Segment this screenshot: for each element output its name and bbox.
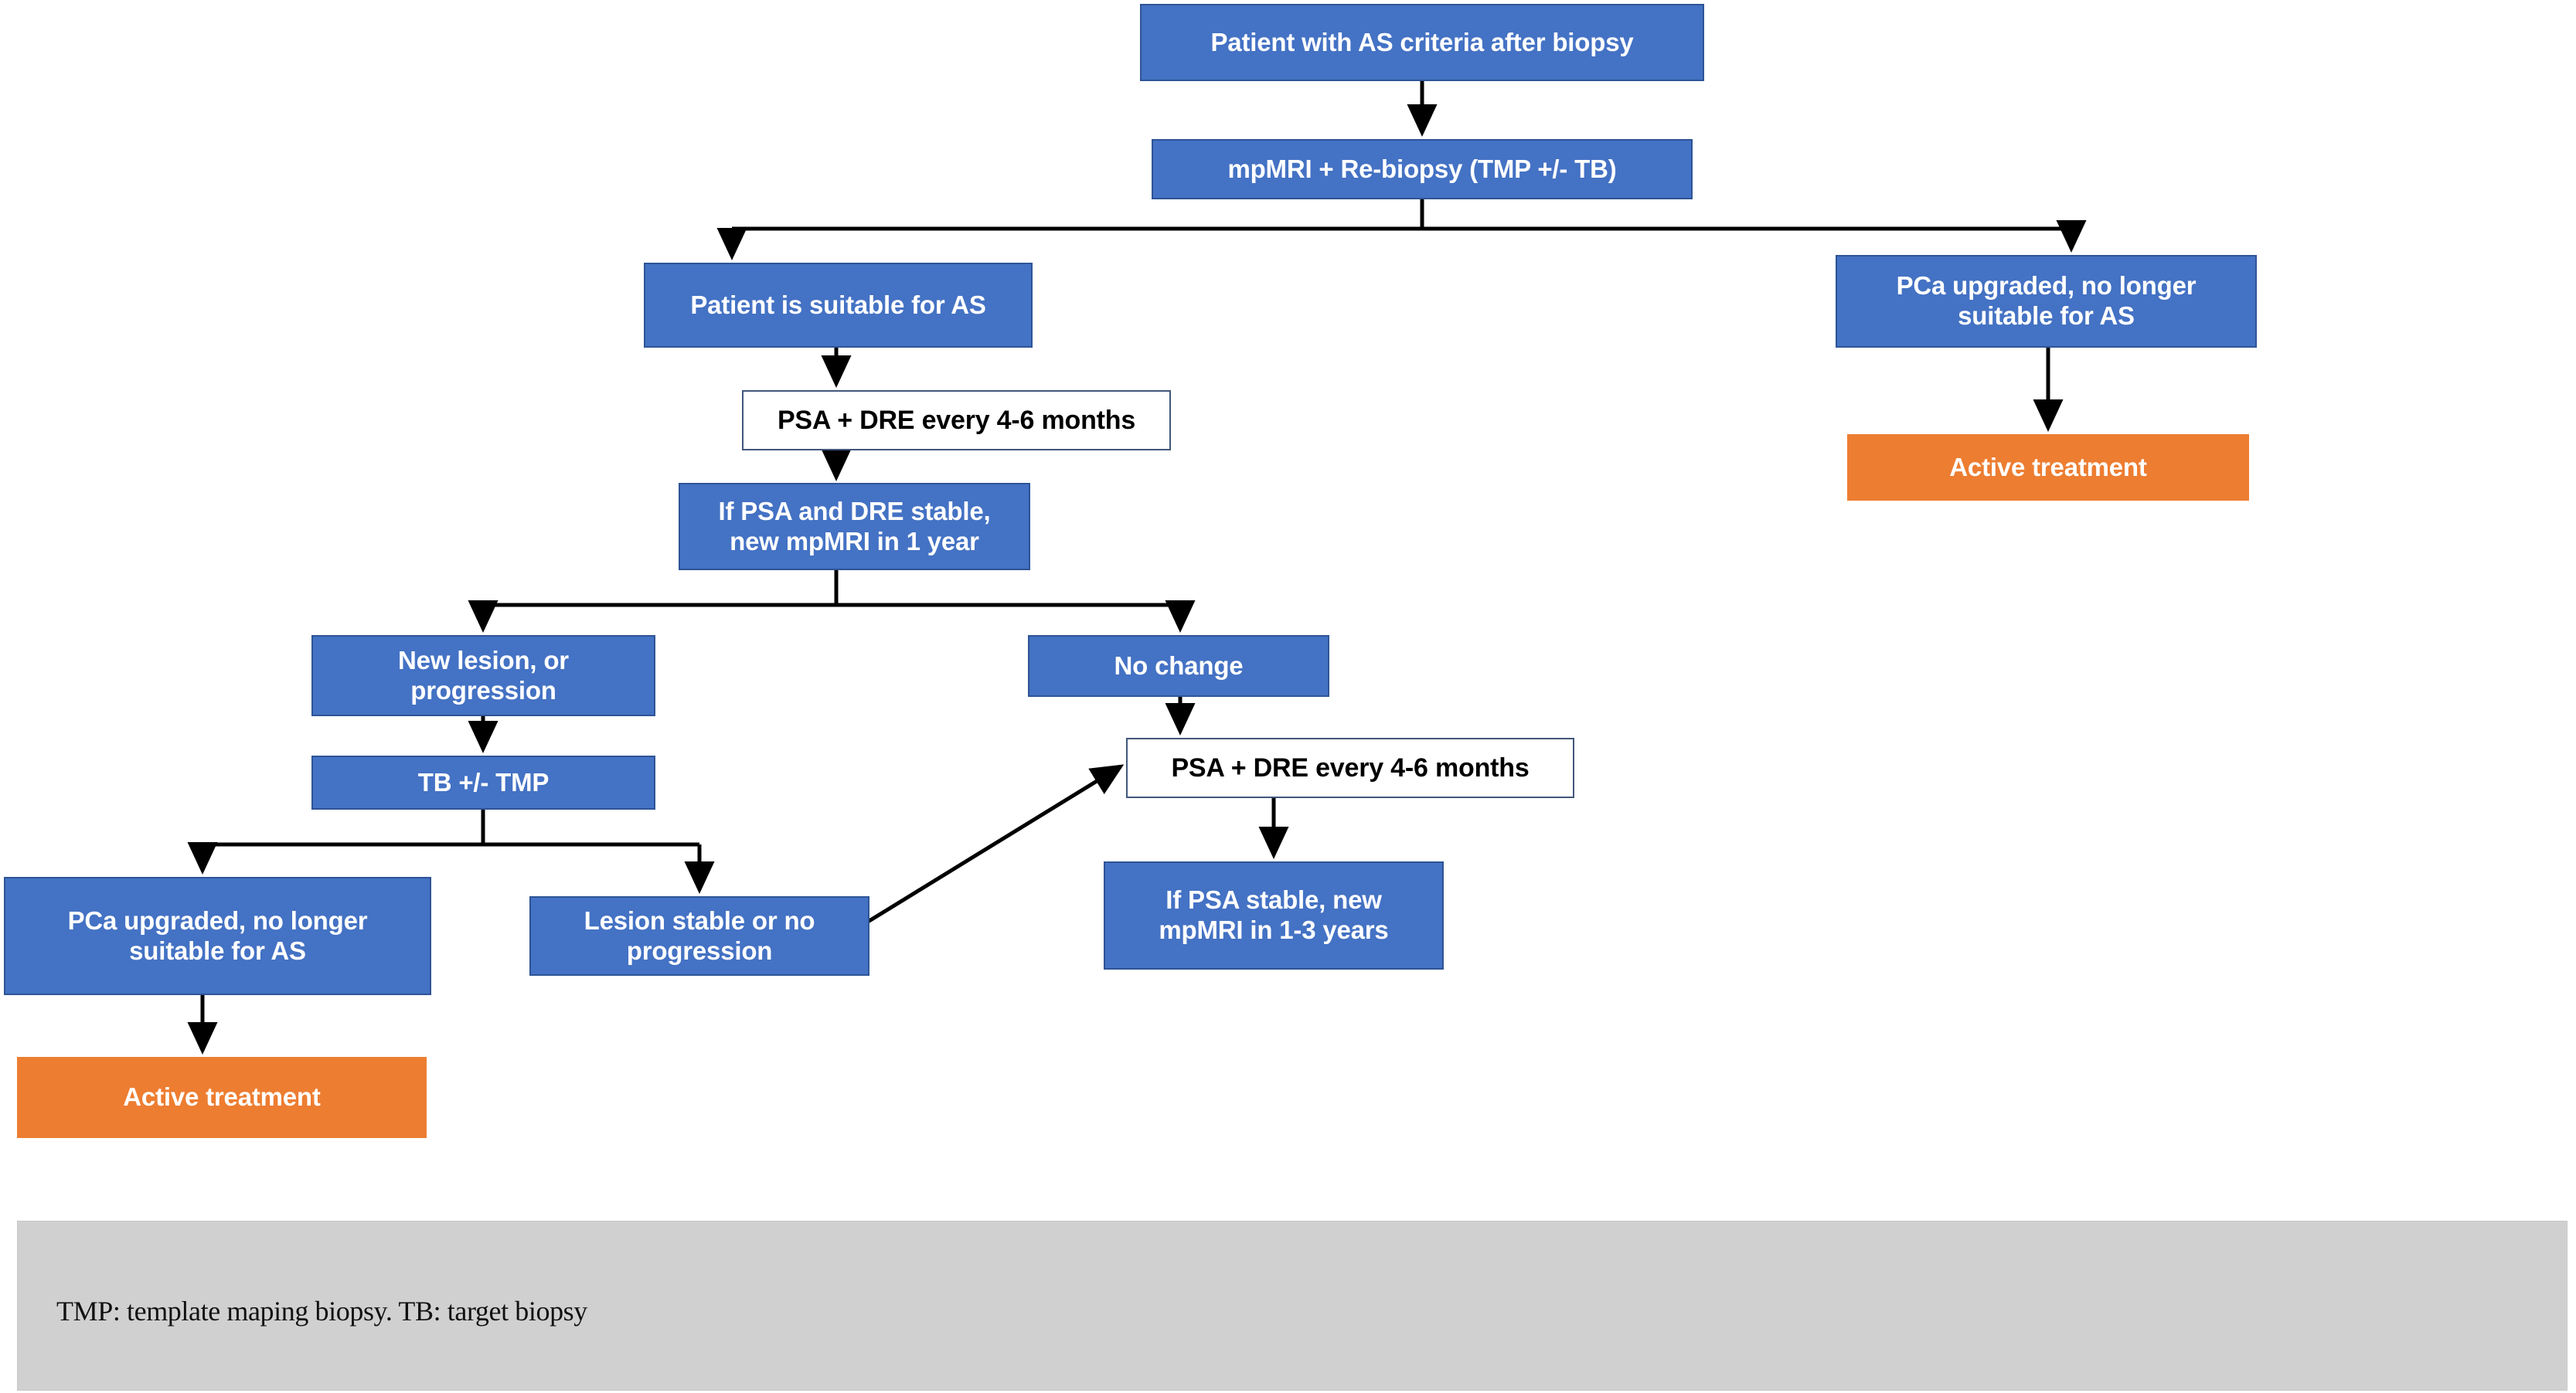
node-psa-dre-every-4-6-months-mid[interactable]: PSA + DRE every 4-6 months <box>1126 738 1574 798</box>
node-pca-upgraded-right[interactable]: PCa upgraded, no longer suitable for AS <box>1836 255 2257 348</box>
node-psa-dre-every-4-6-months-top[interactable]: PSA + DRE every 4-6 months <box>742 390 1171 450</box>
node-no-change[interactable]: No change <box>1028 635 1329 697</box>
node-pca-upgraded-left[interactable]: PCa upgraded, no longer suitable for AS <box>4 877 431 995</box>
node-mpmri-rebiopsy[interactable]: mpMRI + Re-biopsy (TMP +/- TB) <box>1152 139 1693 199</box>
edge-n13-n11 <box>863 764 1125 926</box>
node-tb-plus-minus-tmp[interactable]: TB +/- TMP <box>311 756 655 810</box>
legend-text: TMP: template maping biopsy. TB: target … <box>56 1296 587 1327</box>
node-active-treatment-left[interactable]: Active treatment <box>17 1057 427 1138</box>
node-lesion-stable-or-no-progression[interactable]: Lesion stable or no progression <box>529 896 869 976</box>
node-active-treatment-right[interactable]: Active treatment <box>1847 434 2249 501</box>
node-patient-with-as-criteria[interactable]: Patient with AS criteria after biopsy <box>1140 4 1704 81</box>
node-new-lesion-or-progression[interactable]: New lesion, or progression <box>311 635 655 716</box>
legend-panel: TMP: template maping biopsy. TB: target … <box>17 1221 2567 1391</box>
node-if-psa-stable-1-3-years[interactable]: If PSA stable, new mpMRI in 1-3 years <box>1104 861 1444 970</box>
node-patient-suitable-for-as[interactable]: Patient is suitable for AS <box>644 263 1033 348</box>
node-if-psa-dre-stable-1-year[interactable]: If PSA and DRE stable, new mpMRI in 1 ye… <box>679 483 1030 570</box>
